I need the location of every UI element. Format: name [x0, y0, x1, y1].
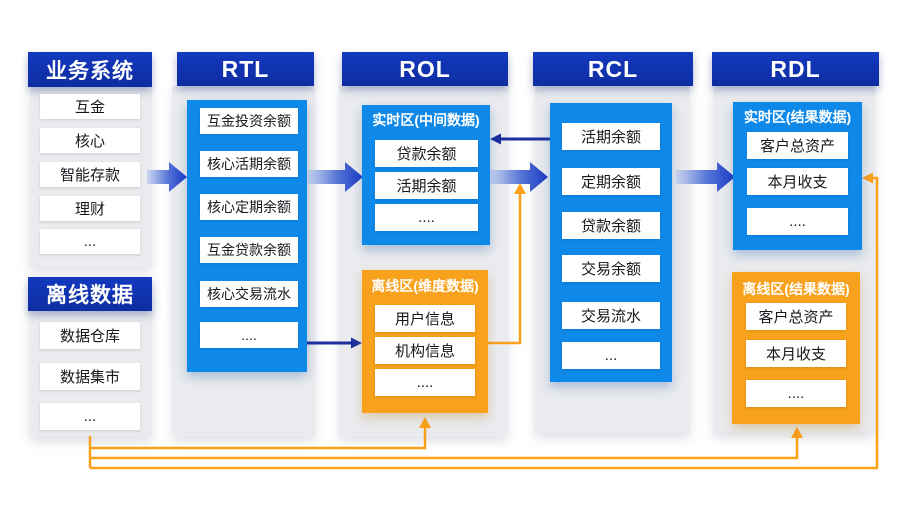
business-system-column-bg [30, 86, 152, 267]
rdl-column-bg [713, 86, 875, 433]
rcl-column-bg [535, 86, 690, 433]
offline-data-column-bg [30, 292, 152, 437]
rol-column-bg [339, 86, 508, 436]
rtl-column-bg [172, 86, 315, 436]
